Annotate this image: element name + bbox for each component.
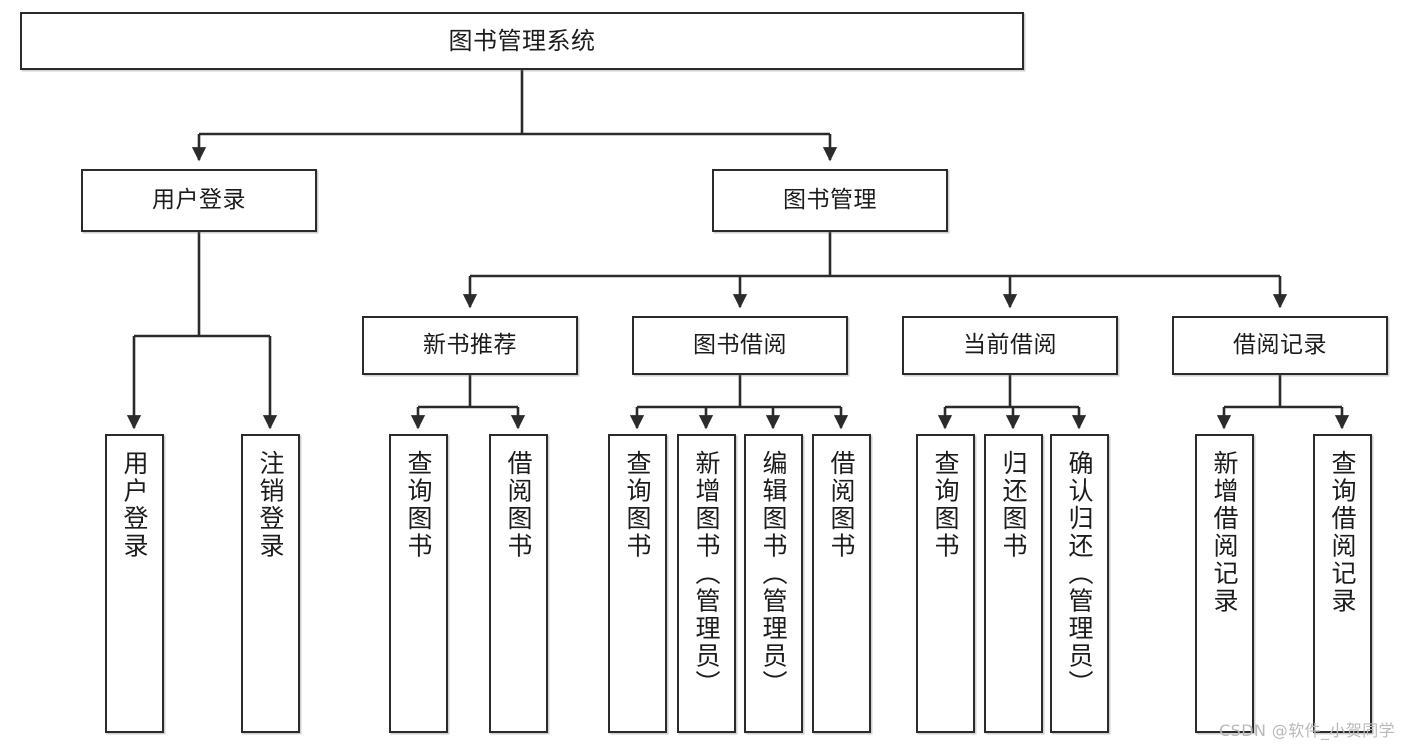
node-label: 借阅图书: [504, 450, 533, 560]
leaf-query-book-recommend[interactable]: 查询图书: [389, 434, 448, 733]
node-label: 查询图书: [623, 450, 652, 560]
node-new-book-recommend[interactable]: 新书推荐: [362, 316, 578, 375]
node-label: 新增借阅记录: [1210, 450, 1239, 615]
node-label: 查询图书: [931, 450, 960, 560]
node-user-login[interactable]: 用户登录: [81, 169, 317, 232]
leaf-confirm-return-admin[interactable]: 确认归还（管理员）: [1050, 434, 1109, 733]
leaf-query-book-borrow[interactable]: 查询图书: [608, 434, 667, 733]
node-borrow-record[interactable]: 借阅记录: [1172, 316, 1388, 375]
node-label: 确认归还（管理员）: [1065, 450, 1094, 698]
node-label: 查询借阅记录: [1328, 450, 1357, 615]
node-current-borrow[interactable]: 当前借阅: [902, 316, 1118, 375]
node-label: 用户登录: [120, 450, 149, 560]
node-label: 编辑图书（管理员）: [759, 450, 788, 698]
node-label: 查询图书: [404, 450, 433, 560]
leaf-edit-book-admin[interactable]: 编辑图书（管理员）: [744, 434, 803, 733]
node-label: 新增图书（管理员）: [692, 450, 721, 698]
node-label: 用户登录: [152, 186, 246, 213]
leaf-add-borrow-record[interactable]: 新增借阅记录: [1195, 434, 1254, 733]
node-book-borrow[interactable]: 图书借阅: [632, 316, 848, 375]
node-label: 注销登录: [256, 450, 285, 560]
leaf-query-borrow-record[interactable]: 查询借阅记录: [1313, 434, 1372, 733]
node-label: 新书推荐: [423, 331, 517, 358]
node-root-book-management-system[interactable]: 图书管理系统: [20, 12, 1024, 70]
node-label: 借阅记录: [1233, 331, 1327, 358]
node-book-management[interactable]: 图书管理: [712, 169, 948, 232]
node-label: 借阅图书: [827, 450, 856, 560]
leaf-borrow-book[interactable]: 借阅图书: [812, 434, 871, 733]
leaf-user-logout[interactable]: 注销登录: [241, 434, 300, 733]
leaf-return-book[interactable]: 归还图书: [984, 434, 1043, 733]
watermark: CSDN @软件_小贺同学: [1219, 721, 1395, 740]
leaf-borrow-book-recommend[interactable]: 借阅图书: [489, 434, 548, 733]
node-label: 图书管理系统: [448, 26, 596, 55]
leaf-add-book-admin[interactable]: 新增图书（管理员）: [677, 434, 736, 733]
leaf-query-book-current[interactable]: 查询图书: [916, 434, 975, 733]
node-label: 图书管理: [783, 186, 877, 213]
node-label: 归还图书: [999, 450, 1028, 560]
node-label: 图书借阅: [693, 331, 787, 358]
node-label: 当前借阅: [963, 331, 1057, 358]
leaf-user-login[interactable]: 用户登录: [105, 434, 164, 733]
